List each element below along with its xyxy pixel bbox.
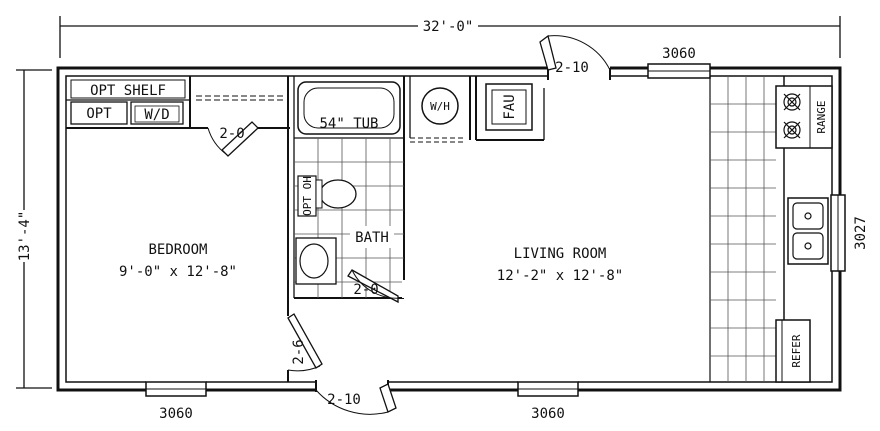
rear-door (315, 380, 397, 415)
bath-door-label: 2-0 (353, 282, 378, 298)
washer-dryer (130, 101, 184, 125)
bedroom-walls (66, 76, 290, 129)
wd-label: W/D (144, 107, 169, 123)
water-heater-closet (410, 76, 471, 143)
bottom-right-window (517, 381, 579, 397)
toilet (319, 179, 357, 209)
bottom-left-window-label: 3060 (159, 406, 193, 422)
kitchen-window-label: 3027 (853, 216, 869, 250)
fau-label: FAU (502, 94, 518, 119)
bedroom-name: BEDROOM (148, 242, 207, 258)
rear-door-label: 2-10 (327, 392, 361, 408)
width-dimension (59, 16, 841, 58)
overall-width-label: 32'-0" (423, 19, 474, 35)
depth-dimension (16, 69, 52, 389)
bathtub (297, 81, 401, 135)
opt-shelf (70, 79, 186, 99)
water-heater-icon (421, 87, 459, 125)
kitchen-window (830, 194, 846, 272)
bottom-left-window (145, 381, 207, 397)
overall-depth-label: 13'-4" (17, 211, 33, 262)
wh-label: W/H (430, 100, 450, 113)
opt-label: OPT (86, 106, 112, 122)
fau-unit (485, 83, 533, 131)
bedroom-bath-wall (287, 76, 404, 382)
burner-icon (783, 93, 801, 139)
opt-oh-label: OPT OH (301, 176, 314, 216)
bath-walls (294, 76, 411, 298)
kitchen-sink (787, 197, 829, 265)
bedroom-size: 9'-0" x 12'-8" (119, 264, 237, 280)
living-room-name: LIVING ROOM (514, 246, 607, 262)
top-window-label: 3060 (662, 46, 696, 62)
bath-door (347, 269, 406, 304)
front-door (539, 34, 611, 80)
closet-door (207, 121, 259, 157)
front-door-label: 2-10 (555, 60, 589, 76)
range-label: RANGE (815, 100, 828, 133)
top-window (647, 63, 711, 79)
bottom-right-window-label: 3060 (531, 406, 565, 422)
tub-label: 54" TUB (319, 116, 378, 132)
fau-closet (475, 76, 545, 141)
refer-label: REFER (790, 334, 803, 367)
bath-label: BATH (355, 230, 389, 246)
living-room-size: 12'-2" x 12'-8" (497, 268, 623, 284)
kitchen-tile-floor (709, 76, 776, 382)
bedroom-door (287, 313, 323, 372)
opt-shelf-label: OPT SHELF (90, 83, 166, 99)
bedroom-door-label: 2-6 (291, 339, 307, 364)
sink-icon (299, 243, 329, 279)
sink-basin-icon (792, 202, 824, 260)
range (775, 85, 833, 149)
closet-door-label: 2-0 (219, 126, 244, 142)
opt-appliance (70, 101, 128, 125)
